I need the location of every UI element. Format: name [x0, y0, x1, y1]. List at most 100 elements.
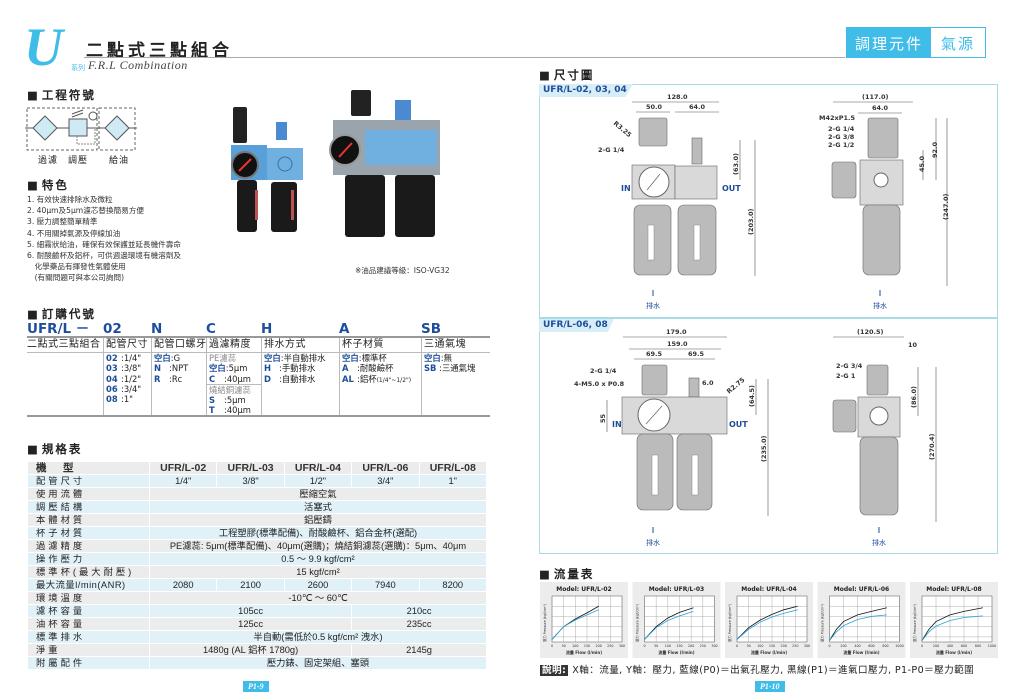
order-column-header: 配管口螺牙 — [151, 338, 206, 352]
spec-value: 2600 — [283, 578, 353, 592]
page-number-right: P1-10 — [755, 681, 785, 692]
note-text: X軸：流量, Y軸：壓力, 藍線(P0)＝出氣孔壓力, 黑線(P1)＝進氣口壓力… — [572, 665, 975, 676]
series-logo: U — [24, 17, 63, 77]
dim-radius: R3.25 — [612, 119, 634, 139]
x-tick-label: 300 — [804, 644, 810, 648]
order-option: D:自動排水 — [264, 374, 339, 384]
option-code: A — [342, 363, 349, 374]
port-label: 2-G 1/4 — [590, 367, 617, 375]
spec-value: 15 kgf/cm² — [149, 565, 487, 579]
order-column-header: 過濾精度 — [206, 338, 261, 352]
front-view-06-08: 179.0 159.0 69.5 69.5 2-G 1/4 4-M5.0 x P… — [574, 328, 769, 547]
order-option: 02:1/4" — [106, 353, 151, 363]
frl-unit-small-icon — [231, 107, 303, 232]
feature-item: 2. 40μm及5μm濾芯替換簡易方便 — [27, 206, 144, 216]
dim-247: (247.0) — [942, 193, 950, 220]
lubricator-symbol-icon — [104, 115, 130, 141]
x-tick-label: 600 — [961, 644, 967, 648]
in-label: IN — [612, 420, 622, 429]
order-option: 空白:標準杯 — [342, 353, 421, 363]
order-option: PE濾蕊 — [209, 353, 237, 363]
dim-63: (63.0) — [732, 153, 740, 175]
dim-203: (203.0) — [747, 208, 755, 235]
in-label: IN — [621, 184, 631, 193]
symbol-label-lubricator: 給油 — [109, 156, 130, 166]
header-divider — [84, 57, 845, 58]
order-column-header: 杯子材質 — [339, 338, 421, 352]
dimension-panel-02-04 — [539, 84, 998, 318]
option-text: :半自動排水 — [280, 353, 326, 363]
x-tick-label: 800 — [975, 644, 981, 648]
spec-value: 工程塑膠(標準配備)、耐酸鹼杯、鋁合金杯(選配) — [149, 526, 487, 540]
spec-value: UFR/L-03 — [216, 461, 285, 475]
spec-value: PE濾蕊: 5μm(標準配備)、40μm(選購)；燒結銅濾蕊(選購)：5μm、4… — [149, 539, 487, 553]
spec-label: 杯子材質 — [27, 526, 150, 540]
option-code: C — [209, 373, 216, 384]
option-text: :Rc — [169, 373, 183, 384]
chart-title: Model: UFR/L-06 — [834, 586, 889, 593]
series-line-P0 — [736, 609, 798, 640]
x-tick-label: 300 — [711, 644, 717, 648]
option-code: SB — [424, 363, 437, 374]
x-tick-label: 250 — [700, 644, 706, 648]
feature-item: 4. 不用關掉氣源及停線加油 — [27, 228, 121, 238]
dim-270-4: (270.4) — [928, 433, 936, 460]
side-port-label: 2-G 3/4 — [836, 362, 863, 370]
x-tick-label: 200 — [688, 644, 694, 648]
option-text: :G — [170, 353, 181, 363]
option-text: :40μm — [224, 373, 251, 384]
option-text: :NPT — [169, 363, 189, 374]
x-tick-label: 0 — [643, 644, 645, 648]
option-text: :耐酸鹼杯 — [357, 363, 394, 374]
side-port-label: 2-G 1/2 — [828, 141, 854, 149]
x-tick-label: 250 — [607, 644, 613, 648]
option-code: 04 — [106, 373, 118, 384]
x-tick-label: 800 — [882, 644, 888, 648]
spec-value: 壓力錶、固定架組、塞頭 — [149, 656, 487, 670]
option-text: :1/2" — [121, 373, 142, 384]
spec-value: 3/4" — [351, 474, 420, 488]
x-axis-label: 流量 Flow (l/min) — [566, 649, 602, 655]
dim-45: 45.0 — [918, 155, 926, 172]
x-tick-label: 150 — [769, 644, 775, 648]
x-tick-label: 150 — [584, 644, 590, 648]
order-heading: 訂購代號 — [27, 306, 96, 322]
option-code: T — [209, 405, 215, 416]
oil-note: ※油品建議等級：ISO-VG32 — [355, 266, 450, 275]
order-code-segment: 02 — [103, 321, 122, 337]
x-tick-label: 100 — [572, 644, 578, 648]
filter-symbol-icon — [32, 115, 58, 141]
spec-value: 2100 — [216, 578, 285, 592]
side-port-label: 2-G 1/4 — [828, 125, 855, 133]
page-title: 二點式三點組合 — [86, 41, 233, 61]
y-axis-label: 壓力 Pressure (kgf/cm²) — [912, 604, 917, 642]
option-code: 06 — [106, 383, 118, 394]
drain-label: 排水 — [646, 301, 660, 310]
order-option: C :40μm — [209, 374, 261, 384]
drain-label: 排水 — [873, 301, 887, 310]
series-line-P1 — [644, 607, 694, 640]
thread-label: M42xP1.5 — [819, 114, 855, 122]
option-code: R — [154, 373, 161, 384]
x-axis-label: 流量 Flow (l/min) — [751, 649, 787, 655]
x-tick-label: 0 — [828, 644, 830, 648]
order-option: AL:鋁杯(1/4"~1/2") — [342, 374, 421, 386]
option-code: 03 — [106, 363, 118, 374]
order-option: 04:1/2" — [106, 374, 151, 384]
x-tick-label: 50 — [747, 644, 751, 648]
order-option: T:40μm — [209, 405, 261, 415]
option-text: :鋁杯 — [357, 373, 377, 384]
drain-label: 排水 — [872, 538, 886, 547]
chart-title: Model: UFR/L-08 — [926, 586, 981, 593]
feature-item: 3. 壓力調整簡單精準 — [27, 217, 98, 227]
order-option: 08:1" — [106, 394, 151, 404]
symbol-label-filter: 過濾 — [38, 156, 59, 166]
badge-secondary: 氣源 — [931, 28, 986, 57]
x-axis-label: 流量 Flow (l/min) — [658, 649, 694, 655]
spec-value: 1" — [418, 474, 487, 488]
